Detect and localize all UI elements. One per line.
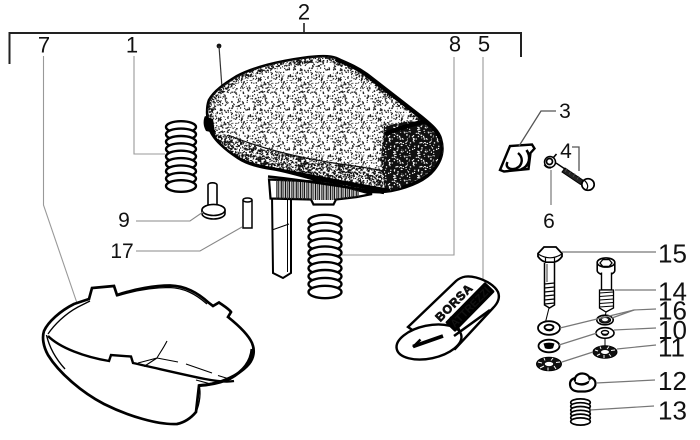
svg-text:16: 16 [658,296,687,326]
svg-text:14: 14 [658,277,687,307]
svg-text:15: 15 [658,239,687,269]
svg-text:13: 13 [658,396,687,426]
svg-text:8: 8 [449,32,461,57]
svg-text:17: 17 [110,240,133,263]
svg-text:3: 3 [559,100,571,123]
svg-text:1: 1 [126,33,138,58]
svg-text:9: 9 [118,209,130,232]
svg-text:2: 2 [298,0,310,25]
svg-text:6: 6 [543,210,555,233]
svg-text:7: 7 [38,33,50,58]
svg-text:4: 4 [560,140,572,163]
svg-text:12: 12 [658,366,687,396]
svg-text:10: 10 [658,315,687,345]
svg-text:5: 5 [478,32,490,57]
svg-text:11: 11 [658,333,685,363]
